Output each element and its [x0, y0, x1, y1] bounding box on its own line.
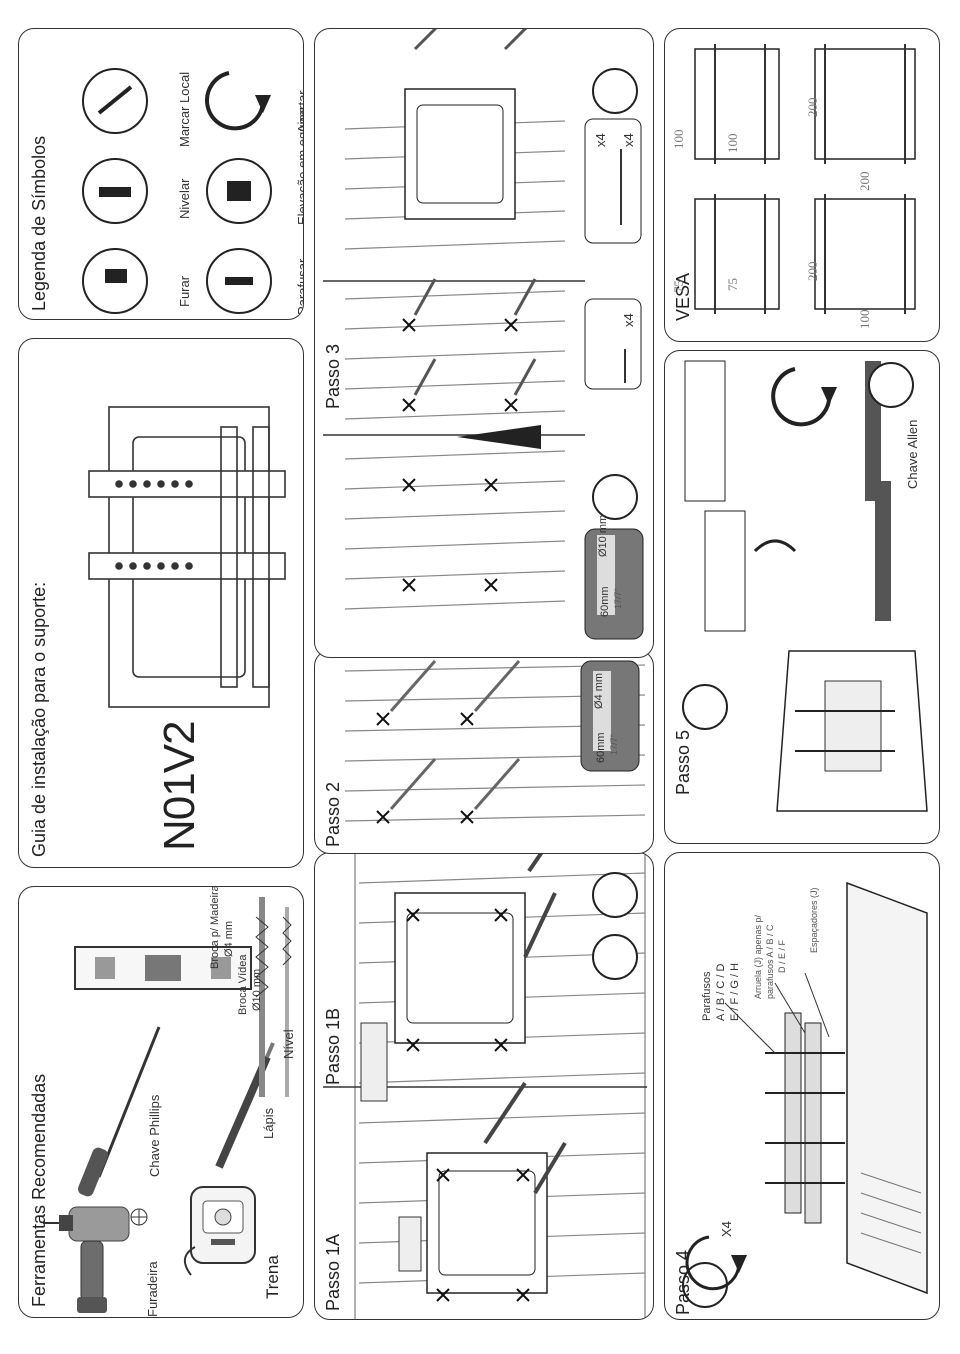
step2-illustration	[344, 660, 646, 824]
step4-screws-a: A / B / C / D	[715, 963, 727, 1021]
legend-title: Legenda de Símbolos	[29, 135, 49, 311]
legend-screw-label: Parafusar	[295, 258, 304, 315]
tape-measure-icon	[184, 1186, 256, 1276]
bracket-illustration	[88, 406, 286, 708]
vesa-panel: VESA 100 100 75 75 200 200 200 100	[664, 28, 940, 342]
step3-title: Passo 3	[323, 343, 343, 409]
step4-title: Passo 4	[673, 1249, 693, 1315]
vesa-dim-8: 100	[857, 309, 872, 330]
step4-washer-3: D / E / F	[777, 939, 787, 973]
step3-depth-in: 17/7"	[613, 588, 623, 609]
wood-bit-size: Ø4 mm	[223, 920, 235, 957]
drill-icon	[592, 474, 638, 520]
step2-bit-size: Ø4 mm	[593, 672, 605, 709]
masonry-bit-size: Ø10 mm	[251, 968, 263, 1011]
legend-level-label: Nivelar	[177, 178, 192, 219]
step2-title: Passo 2	[323, 781, 343, 847]
step3-depth: 60mm	[599, 586, 611, 617]
masonry-bit-label: Broca Vídea	[237, 954, 249, 1015]
legend-tighten-label: Apertar	[295, 90, 304, 133]
tools-panel: Ferramentas Recomendadas Furadeira Trena…	[18, 886, 304, 1318]
pencil-icon	[592, 934, 638, 980]
step4-screws-title: Parafusos	[701, 971, 713, 1021]
step3-panel: Passo 3 x4 x4 x4 60mm 17/7" Ø10 mm	[314, 28, 654, 658]
team-lift-icon	[682, 684, 728, 730]
step3-bit-size: Ø10 mm	[597, 514, 609, 557]
guide-panel: Guia de instalação para o suporte: N01V2	[18, 338, 304, 868]
step5-title: Passo 5	[673, 729, 693, 795]
pencil-label: Lápis	[261, 1107, 276, 1139]
phillips-label: Chave Phillips	[147, 1094, 162, 1177]
step4-spacers: Espaçadores (J)	[809, 887, 819, 953]
rotate-clockwise-icon	[685, 1235, 741, 1291]
step4-washer-1: Arruela (J) apenas p/	[753, 914, 763, 999]
legend-mark-label: Marcar Local	[177, 71, 192, 147]
model-name: N01V2	[155, 721, 204, 851]
step4-screws-e: E / F / G / H	[729, 962, 741, 1021]
legend-drill-label: Furar	[177, 275, 192, 307]
step1-panel: Passo 1A Passo 1B	[314, 852, 654, 1320]
drill-bit-icon	[282, 907, 292, 1097]
rotate-clockwise-icon	[771, 367, 832, 427]
step1a-title: Passo 1A	[323, 1233, 343, 1311]
vesa-dim-5: 200	[805, 97, 820, 118]
step4-count: X4	[719, 1221, 734, 1237]
step3-count-screws: x4	[593, 133, 608, 147]
guide-title: Guia de instalação para o suporte:	[29, 581, 49, 857]
spirit-level-icon	[74, 946, 252, 990]
spirit-level-icon	[592, 872, 638, 918]
vesa-diagram	[694, 44, 916, 314]
step5-panel: Passo 5 Chave Allen	[664, 350, 940, 844]
legend-icons	[82, 68, 272, 314]
vesa-dim-4: 75	[725, 278, 740, 291]
step2-depth: 60mm	[595, 732, 607, 763]
tools-title: Ferramentas Recomendadas	[29, 1073, 49, 1307]
screwdriver-icon	[592, 68, 638, 114]
step2-depth-in: 17/7"	[609, 734, 619, 755]
step5-illustration	[682, 360, 928, 812]
drill-bit-icon	[255, 897, 269, 1097]
level-label: Nível	[281, 1029, 296, 1059]
step3-count-anchors: x4	[621, 133, 636, 147]
vesa-dim-2: 100	[725, 133, 740, 154]
vesa-dim-6: 200	[805, 261, 820, 282]
drill-icon	[43, 1206, 130, 1313]
phillips-screwdriver-icon	[78, 1026, 161, 1226]
drill-label: Furadeira	[145, 1261, 160, 1317]
step4-illustration	[682, 881, 928, 1308]
screwdriver-icon	[868, 362, 914, 408]
wood-bit-label: Broca p/ Madeira	[209, 886, 221, 969]
tape-label: Trena	[263, 1255, 282, 1299]
step2-panel: Passo 2 60mm 17/7" Ø4 mm	[314, 650, 654, 854]
rotate-clockwise-icon	[205, 71, 265, 131]
step4-washer-2: parafusos A / B / C	[765, 924, 775, 999]
step3-count-bolts: x4	[621, 313, 636, 327]
tools-illustrations	[43, 897, 292, 1313]
vesa-dim-7: 200	[857, 171, 872, 192]
step4-panel: Passo 4 X4 Parafusos A / B / C / D E / F…	[664, 852, 940, 1320]
vesa-dim-3: 75	[671, 280, 686, 293]
step3-illustration	[323, 29, 644, 640]
step1b-title: Passo 1B	[323, 1007, 343, 1085]
step1-illustration	[323, 853, 647, 1319]
vesa-dim-1: 100	[671, 129, 686, 150]
legend-panel: Legenda de Símbolos Furar Nivelar Marcar…	[18, 28, 304, 320]
allen-key-label: Chave Allen	[905, 419, 920, 489]
